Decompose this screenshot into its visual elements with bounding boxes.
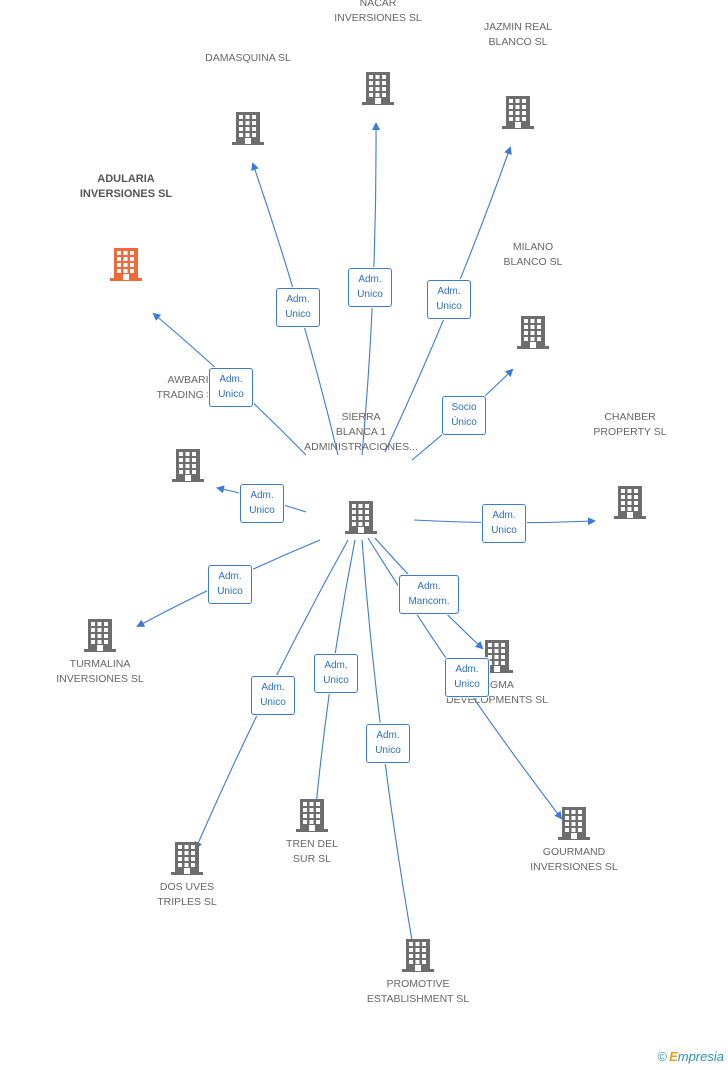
company-label-damasquina: DAMASQUINA SL: [205, 52, 291, 64]
company-label-adularia: ADULARIA INVERSIONES SL: [79, 173, 173, 200]
edge-label-awbari[interactable]: Adm. Unico: [240, 484, 284, 523]
edge-label-tren[interactable]: Adm. Unico: [314, 654, 358, 693]
building-icon: [172, 449, 204, 482]
edge-label-promotive[interactable]: Adm. Unico: [366, 724, 410, 763]
building-icon: [481, 640, 513, 673]
brand-initial: E: [669, 1049, 678, 1064]
building-icon: [171, 842, 203, 875]
company-label-turmalina: TURMALINA INVERSIONES SL: [56, 658, 144, 685]
building-icon: [517, 316, 549, 349]
company-label-dosuves: DOS UVES TRIPLES SL: [157, 881, 217, 908]
edge-label-nacar[interactable]: Adm. Unico: [348, 268, 392, 307]
building-icon: [345, 501, 377, 534]
company-label-chanber: CHANBER PROPERTY SL: [593, 411, 667, 438]
brand-name: mpresia: [677, 1049, 724, 1064]
building-icon: [110, 248, 142, 281]
edge-label-dosuves[interactable]: Adm. Unico: [251, 676, 295, 715]
empresia-footer: ©Empresia: [657, 1049, 724, 1064]
copyright-icon: ©: [657, 1049, 668, 1064]
company-label-gourmand: GOURMAND INVERSIONES SL: [530, 846, 618, 873]
company-label-sigma: SIGMA DEVELOPMENTS SL: [445, 679, 549, 706]
building-icon: [402, 939, 434, 972]
company-label-milano: MILANO BLANCO SL: [503, 241, 563, 268]
edge-label-turmalina[interactable]: Adm. Unico: [208, 565, 252, 604]
company-label-promotive: PROMOTIVE ESTABLISHMENT SL: [366, 978, 470, 1005]
edge-label-damasquina[interactable]: Adm. Unico: [276, 288, 320, 327]
building-icon: [362, 72, 394, 105]
edge-label-adularia[interactable]: Adm. Unico: [209, 368, 253, 407]
center-company-label: SIERRA BLANCA 1 ADMINISTRACIONES...: [304, 411, 418, 453]
building-icon: [296, 799, 328, 832]
company-label-nacar: NACAR INVERSIONES SL: [334, 0, 422, 24]
company-label-tren: TREN DEL SUR SL: [286, 838, 338, 865]
company-label-jazmin: JAZMIN REAL BLANCO SL: [483, 21, 553, 48]
building-icon: [558, 807, 590, 840]
building-icon: [84, 619, 116, 652]
building-icon: [232, 112, 264, 145]
edge-label-jazmin[interactable]: Adm. Unico: [427, 280, 471, 319]
edge-label-chanber[interactable]: Adm. Unico: [482, 504, 526, 543]
edge-label-gourmand[interactable]: Adm. Unico: [445, 658, 489, 697]
edge-label-milano[interactable]: Socio Único: [442, 396, 486, 435]
building-icon: [614, 486, 646, 519]
edge-label-sigma[interactable]: Adm. Mancom.: [399, 575, 459, 614]
building-icon: [502, 96, 534, 129]
